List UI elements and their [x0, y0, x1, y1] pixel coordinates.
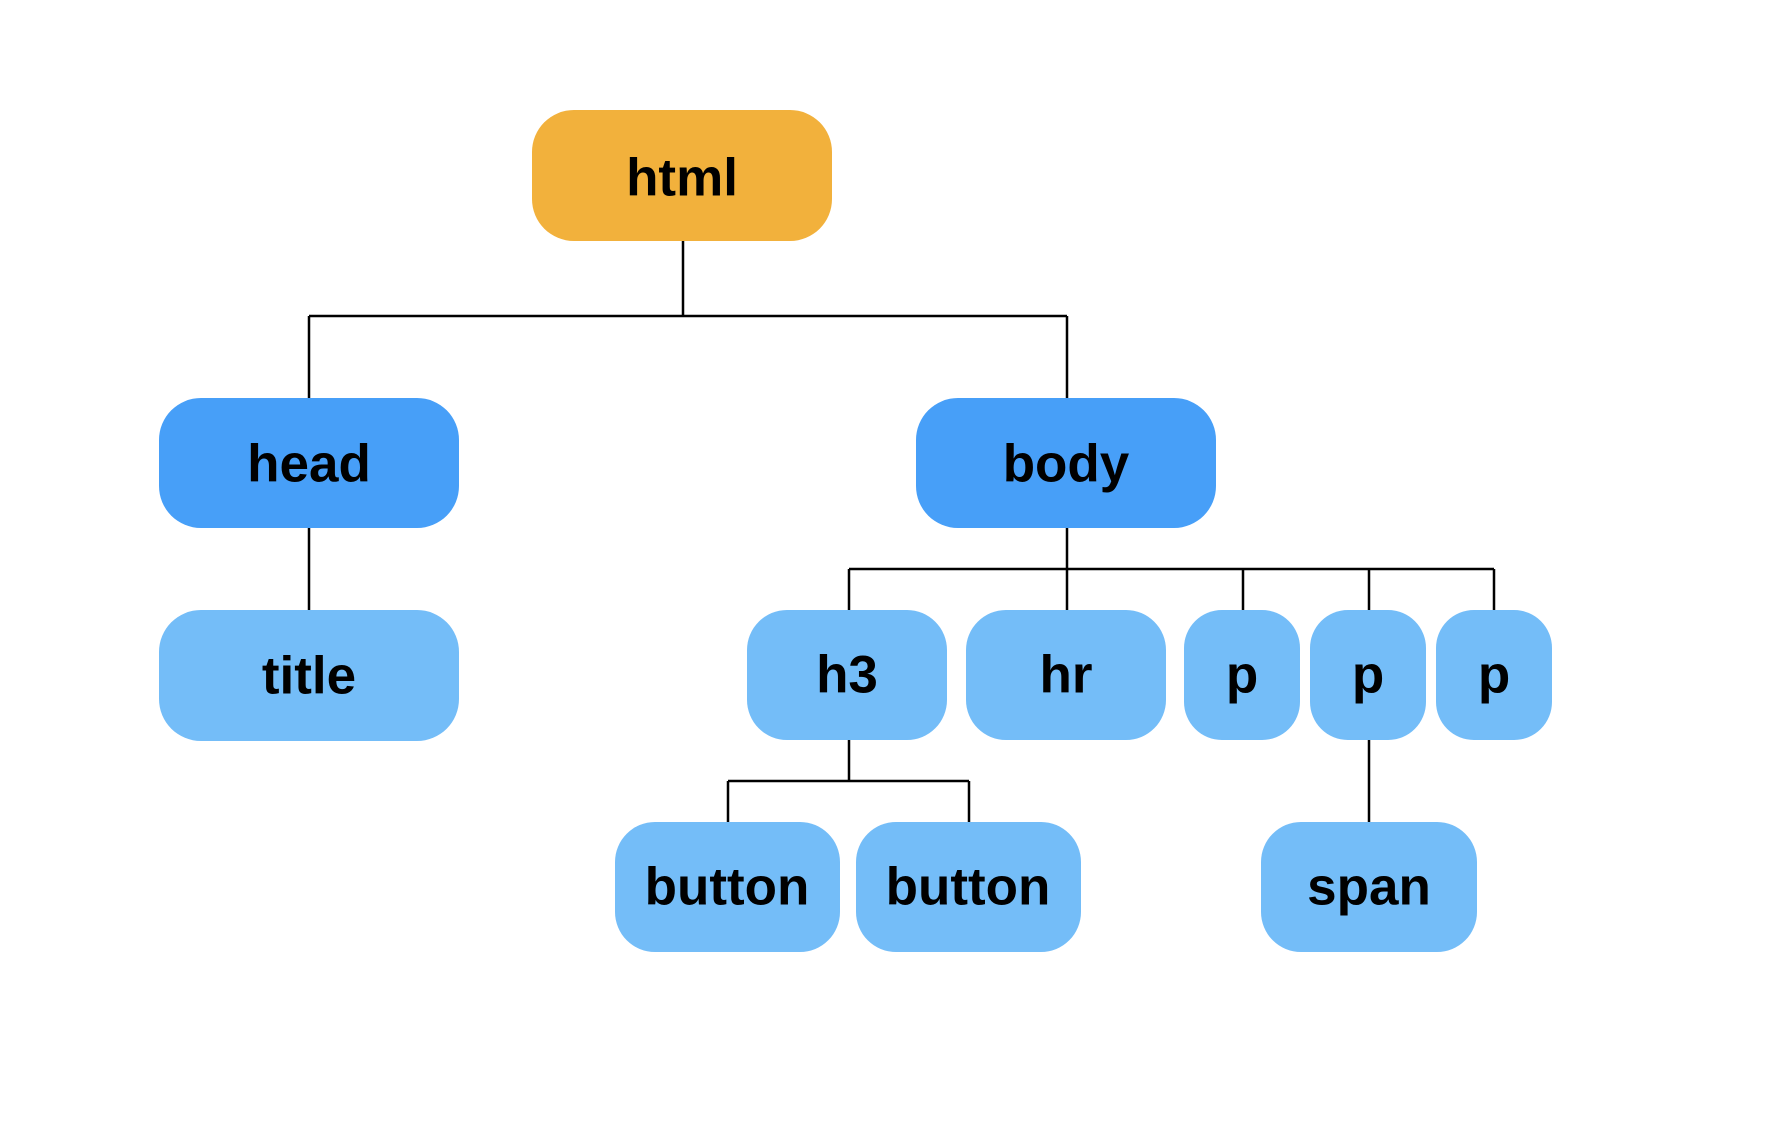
node-body-box	[916, 398, 1216, 528]
node-button-1-box	[615, 822, 840, 952]
node-html: html	[532, 110, 832, 241]
node-hr-label: hr	[1040, 646, 1093, 705]
node-p-1-label: p	[1226, 646, 1258, 705]
node-p-3-label: p	[1478, 646, 1510, 705]
node-button-2: button	[856, 822, 1081, 952]
node-span-box	[1261, 822, 1477, 952]
node-h3-box	[747, 610, 947, 740]
node-html-box	[532, 110, 832, 241]
node-html-label: html	[626, 149, 738, 208]
node-title: title	[159, 610, 459, 741]
tree-connectors	[307, 241, 1496, 822]
node-p-2: p	[1310, 610, 1426, 740]
node-button-1-label: button	[645, 858, 810, 917]
node-body-label: body	[1003, 435, 1130, 494]
node-h3: h3	[747, 610, 947, 740]
node-h3-label: h3	[816, 646, 878, 705]
node-head: head	[159, 398, 459, 528]
node-title-label: title	[262, 647, 356, 706]
node-p-2-label: p	[1352, 646, 1384, 705]
node-hr-box	[966, 610, 1166, 740]
node-head-box	[159, 398, 459, 528]
edge-h3-to-buttons	[726, 740, 971, 822]
node-hr: hr	[966, 610, 1166, 740]
node-span-label: span	[1307, 858, 1431, 917]
node-p-1: p	[1184, 610, 1300, 740]
node-p-2-box	[1310, 610, 1426, 740]
node-head-label: head	[247, 435, 371, 494]
node-body: body	[916, 398, 1216, 528]
edge-html-to-head-body	[307, 241, 1069, 400]
node-span: span	[1261, 822, 1477, 952]
node-button-1: button	[615, 822, 840, 952]
node-title-box	[159, 610, 459, 741]
node-p-3-box	[1436, 610, 1552, 740]
node-button-2-box	[856, 822, 1081, 952]
edge-body-to-children	[847, 528, 1496, 610]
node-p-1-box	[1184, 610, 1300, 740]
node-p-3: p	[1436, 610, 1552, 740]
node-button-2-label: button	[886, 858, 1051, 917]
